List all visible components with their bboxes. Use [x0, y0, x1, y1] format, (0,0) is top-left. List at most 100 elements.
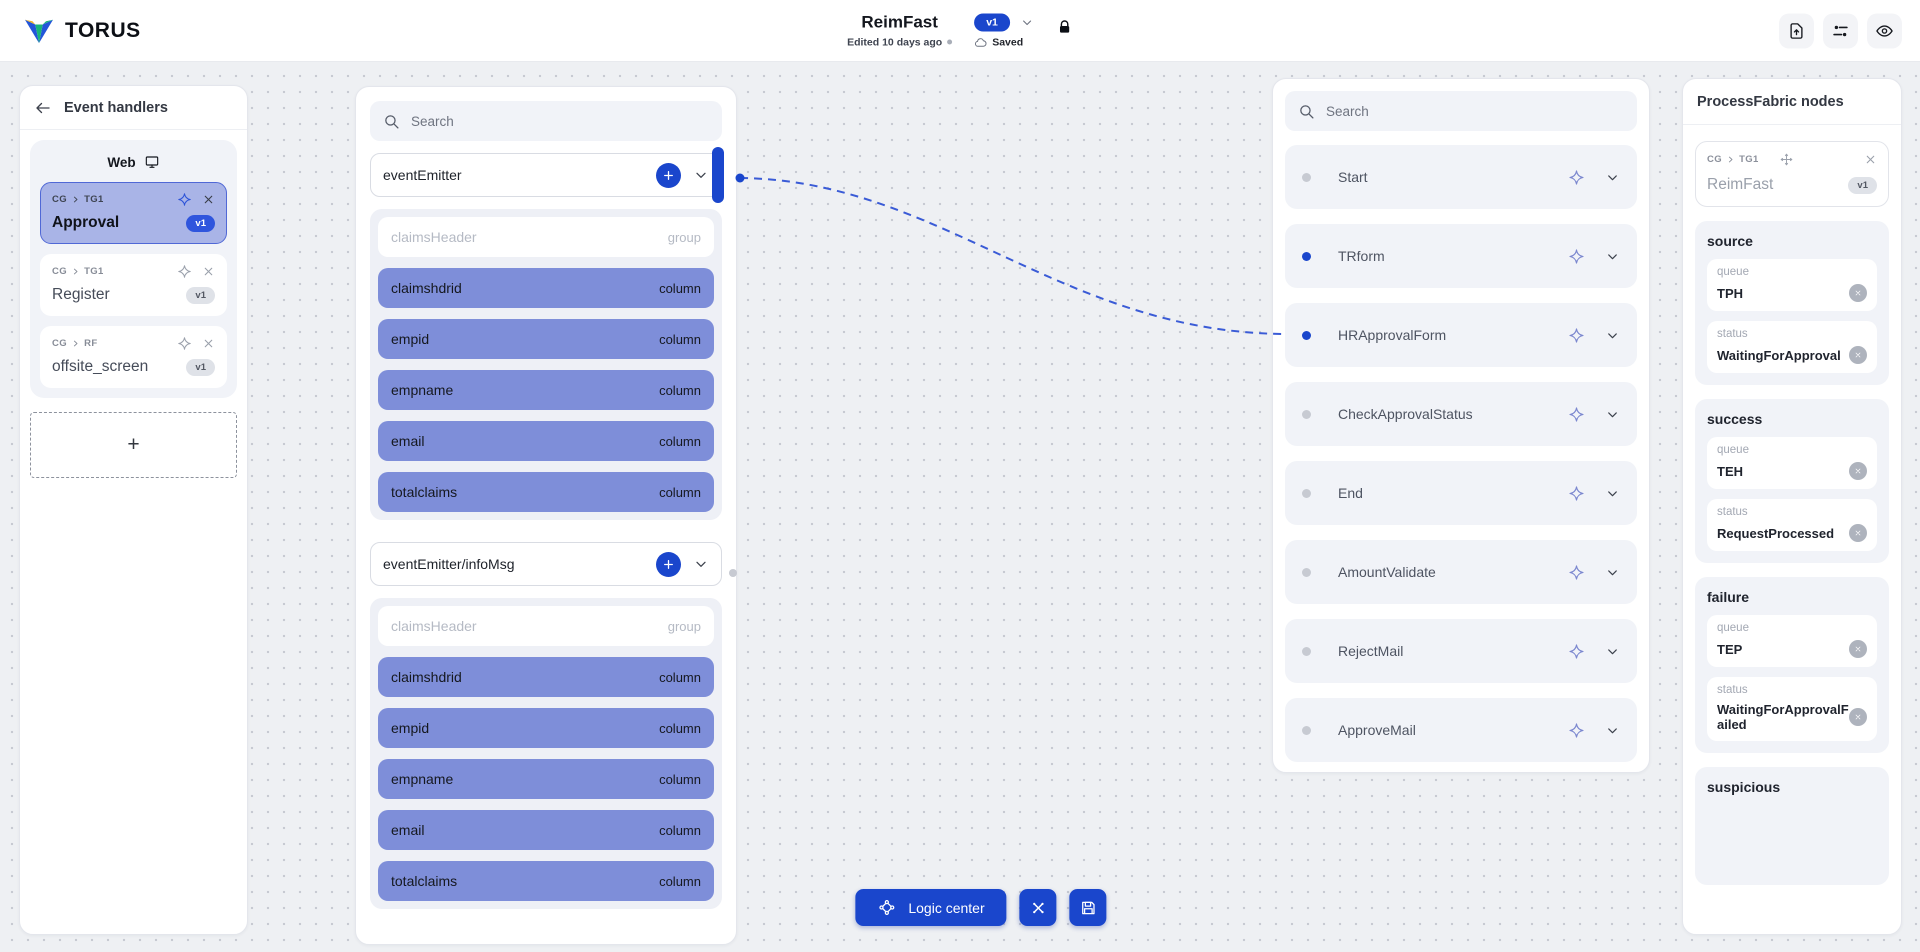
field-label: status	[1717, 328, 1748, 340]
node-status-dot	[1302, 330, 1311, 340]
sparkle-icon[interactable]	[1568, 406, 1585, 423]
node-row-amountvalidate[interactable]: AmountValidate	[1285, 540, 1637, 604]
field-name: claimsHeader	[391, 618, 477, 634]
clear-value-button[interactable]	[1849, 524, 1867, 542]
logic-center-button[interactable]: Logic center	[855, 889, 1007, 926]
sparkle-icon[interactable]	[1568, 169, 1585, 186]
chevron-down-icon[interactable]	[1605, 723, 1620, 738]
node-row-approvemail[interactable]: ApproveMail	[1285, 698, 1637, 762]
plus-icon	[662, 558, 675, 571]
field-value: TEH	[1717, 463, 1743, 479]
chevron-down-icon[interactable]	[1605, 486, 1620, 501]
node-status-dot	[1302, 172, 1311, 182]
event-handlers-title: Event handlers	[64, 99, 168, 116]
clear-value-button[interactable]	[1849, 708, 1867, 726]
nodes-search-input[interactable]	[1326, 103, 1624, 119]
sparkle-icon[interactable]	[1568, 248, 1585, 265]
chevron-down-icon[interactable]	[693, 167, 709, 183]
node-row-rejectmail[interactable]: RejectMail	[1285, 619, 1637, 683]
node-row-hrapprovalform[interactable]: HRApprovalForm	[1285, 303, 1637, 367]
sparkle-icon[interactable]	[1568, 722, 1585, 739]
close-icon[interactable]	[202, 193, 215, 206]
upload-button[interactable]	[1779, 13, 1814, 48]
preview-button[interactable]	[1867, 13, 1902, 48]
brand[interactable]: TORUS	[22, 17, 141, 45]
emitter-section-header[interactable]: eventEmitter/infoMsg	[370, 542, 722, 586]
chevron-down-icon[interactable]	[1605, 565, 1620, 580]
clear-value-button[interactable]	[1849, 284, 1867, 302]
back-arrow-icon[interactable]	[34, 99, 52, 117]
close-icon[interactable]	[202, 337, 215, 350]
node-row-checkapprovalstatus[interactable]: CheckApprovalStatus	[1285, 382, 1637, 446]
connector-handle[interactable]	[712, 147, 724, 203]
add-handler-button[interactable]: +	[30, 412, 237, 478]
field-type: column	[659, 382, 701, 398]
field-name: empid	[391, 331, 430, 347]
chevron-down-icon[interactable]	[1020, 15, 1034, 29]
close-icon	[1854, 529, 1862, 537]
clear-value-button[interactable]	[1849, 640, 1867, 658]
clear-value-button[interactable]	[1849, 462, 1867, 480]
sparkle-icon[interactable]	[177, 264, 192, 279]
save-button[interactable]	[1069, 889, 1107, 926]
close-icon[interactable]	[1864, 153, 1877, 166]
clear-value-button[interactable]	[1849, 346, 1867, 364]
chevron-down-icon[interactable]	[693, 556, 709, 572]
field-label: queue	[1717, 622, 1749, 634]
flow-icon	[1831, 21, 1850, 40]
sparkle-icon[interactable]	[1568, 643, 1585, 660]
emitter-section-header[interactable]: eventEmitter	[370, 147, 724, 203]
move-icon[interactable]	[1779, 152, 1794, 167]
close-icon	[1854, 467, 1862, 475]
emitter-search-input[interactable]	[411, 113, 709, 129]
field-value: TEP	[1717, 641, 1743, 657]
node-row-start[interactable]: Start	[1285, 145, 1637, 209]
nodes-search	[1285, 91, 1637, 131]
sparkle-icon[interactable]	[1568, 564, 1585, 581]
sparkle-icon[interactable]	[177, 192, 192, 207]
add-column-button[interactable]	[656, 551, 681, 577]
add-column-button[interactable]	[656, 162, 681, 188]
chevron-down-icon[interactable]	[1605, 328, 1620, 343]
sparkle-icon[interactable]	[1568, 327, 1585, 344]
close-icon[interactable]	[202, 265, 215, 278]
field-value-row: TEH	[1717, 462, 1867, 480]
fabric-section-suspicious: suspicious	[1695, 767, 1889, 885]
node-row-end[interactable]: End	[1285, 461, 1637, 525]
chevron-down-icon[interactable]	[1605, 170, 1620, 185]
chevron-down-icon[interactable]	[1605, 249, 1620, 264]
process-nodes-panel: StartTRformHRApprovalFormCheckApprovalSt…	[1272, 78, 1650, 773]
cross-arrows-icon	[1029, 899, 1047, 917]
field-type: column	[659, 822, 701, 838]
sparkle-icon[interactable]	[177, 336, 192, 351]
node-row-trform[interactable]: TRform	[1285, 224, 1637, 288]
chevron-down-icon[interactable]	[1605, 644, 1620, 659]
cross-connect-button[interactable]	[1019, 889, 1057, 926]
chevron-down-icon[interactable]	[1605, 407, 1620, 422]
sparkle-icon[interactable]	[1568, 485, 1585, 502]
flow-settings-button[interactable]	[1823, 13, 1858, 48]
